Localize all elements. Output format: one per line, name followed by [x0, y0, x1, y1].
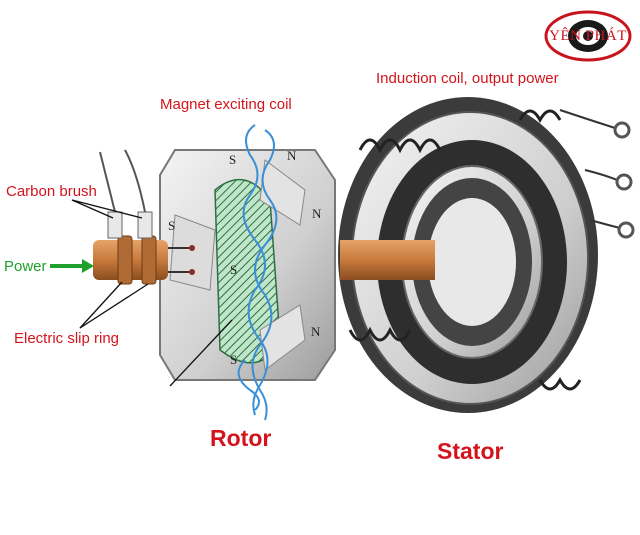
rotor-label: Rotor — [210, 425, 272, 451]
power-label: Power — [4, 258, 47, 275]
shaft — [340, 240, 435, 280]
stator-label: Stator — [437, 438, 504, 464]
rotor — [159, 149, 336, 381]
logo — [544, 10, 632, 62]
carbon-brush-label: Carbon brush — [6, 183, 97, 200]
stator — [338, 97, 598, 413]
pole-s-mid: S — [230, 262, 238, 277]
leader-lines — [71, 199, 233, 387]
stator-terminals — [559, 109, 635, 239]
power-arrow — [50, 259, 94, 273]
exciting-coil-wire — [237, 124, 278, 421]
pole-s-bottom: S — [230, 352, 238, 367]
pole-n-lower: N — [311, 324, 321, 339]
pole-s-top: S — [229, 152, 237, 167]
logo-text: YÊN PHÁT — [549, 28, 627, 44]
induction-coil-label: Induction coil, output power — [376, 70, 559, 87]
pole-n-right: N — [312, 206, 322, 221]
slip-ring-label: Electric slip ring — [14, 330, 120, 347]
pole-s-left: S — [168, 218, 176, 233]
magnet-coil-label: Magnet exciting coil — [160, 96, 292, 113]
pole-n-top: N — [287, 148, 297, 163]
slip-ring-assembly — [93, 149, 195, 285]
